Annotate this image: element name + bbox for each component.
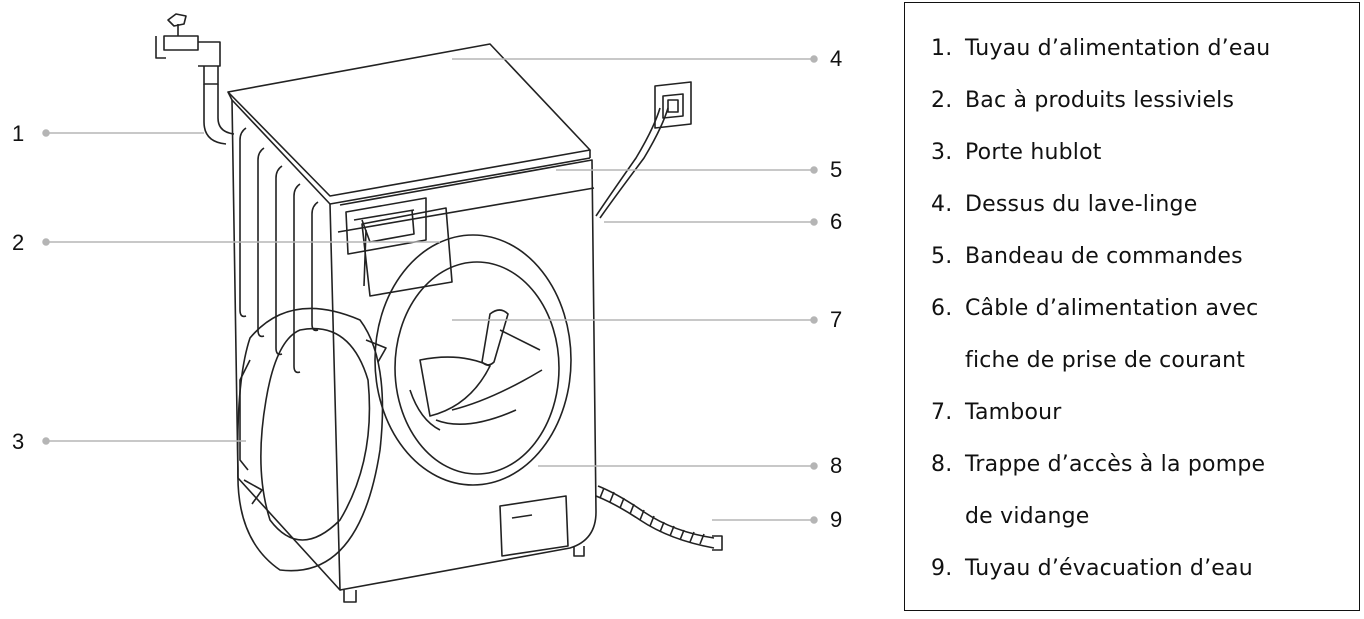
- drain-hose-illustration: [596, 486, 722, 550]
- callout-number-9: 9: [830, 509, 842, 531]
- legend-item-2: 2.Bac à produits lessiviels: [931, 88, 1234, 113]
- legend-number: 8.: [931, 452, 965, 477]
- legend-label: Bac à produits lessiviels: [965, 88, 1234, 113]
- leader-lines: [43, 56, 817, 523]
- legend-number: 3.: [931, 140, 965, 165]
- legend-item-7: 7.Tambour: [931, 400, 1062, 425]
- legend-label: Tambour: [965, 400, 1062, 425]
- legend-number: 6.: [931, 296, 965, 321]
- legend-item-6: 6.Câble d’alimentation avec: [931, 296, 1258, 321]
- detergent-drawer-illustration: [346, 198, 452, 296]
- legend-number: 2.: [931, 88, 965, 113]
- legend-item-1: 1.Tuyau d’alimentation d’eau: [931, 36, 1270, 61]
- callout-number-4: 4: [830, 48, 842, 70]
- legend-label: Bandeau de commandes: [965, 244, 1243, 269]
- drum-illustration: [410, 310, 542, 430]
- legend-number: 4.: [931, 192, 965, 217]
- callout-number-1: 1: [12, 123, 24, 145]
- callout-number-6: 6: [830, 211, 842, 233]
- pump-hatch-illustration: [500, 496, 568, 556]
- legend-number: 7.: [931, 400, 965, 425]
- legend-label: Câble d’alimentation avec: [965, 296, 1258, 321]
- legend-item-5: 5.Bandeau de commandes: [931, 244, 1243, 269]
- washing-machine-diagram: 1 2 3 4 5 6 7 8 9: [0, 0, 900, 615]
- legend-item-8-continued: de vidange: [965, 504, 1090, 529]
- callout-number-7: 7: [830, 309, 842, 331]
- callout-number-3: 3: [12, 431, 24, 453]
- legend-label: Tuyau d’évacuation d’eau: [965, 556, 1253, 581]
- legend-label: Porte hublot: [965, 140, 1102, 165]
- legend-item-9: 9.Tuyau d’évacuation d’eau: [931, 556, 1253, 581]
- legend-label: Dessus du lave-linge: [965, 192, 1197, 217]
- washing-machine-illustration: [0, 0, 900, 615]
- callout-number-5: 5: [830, 159, 842, 181]
- legend-box: 1.Tuyau d’alimentation d’eau 2.Bac à pro…: [904, 2, 1360, 611]
- legend-label: Trappe d’accès à la pompe: [965, 452, 1265, 477]
- legend-number: 1.: [931, 36, 965, 61]
- power-cable-illustration: [600, 108, 668, 218]
- legend-item-8: 8.Trappe d’accès à la pompe: [931, 452, 1265, 477]
- legend-number: 9.: [931, 556, 965, 581]
- legend-item-6-continued: fiche de prise de courant: [965, 348, 1245, 373]
- door-illustration: [238, 308, 386, 570]
- callout-number-2: 2: [12, 232, 24, 254]
- legend-label: Tuyau d’alimentation d’eau: [965, 36, 1270, 61]
- legend-item-4: 4.Dessus du lave-linge: [931, 192, 1197, 217]
- callout-number-8: 8: [830, 455, 842, 477]
- top-panel-outline: [228, 44, 590, 196]
- faucet-illustration: [156, 14, 220, 84]
- legend-number: 5.: [931, 244, 965, 269]
- legend-item-3: 3.Porte hublot: [931, 140, 1102, 165]
- wall-socket-illustration: [655, 82, 691, 128]
